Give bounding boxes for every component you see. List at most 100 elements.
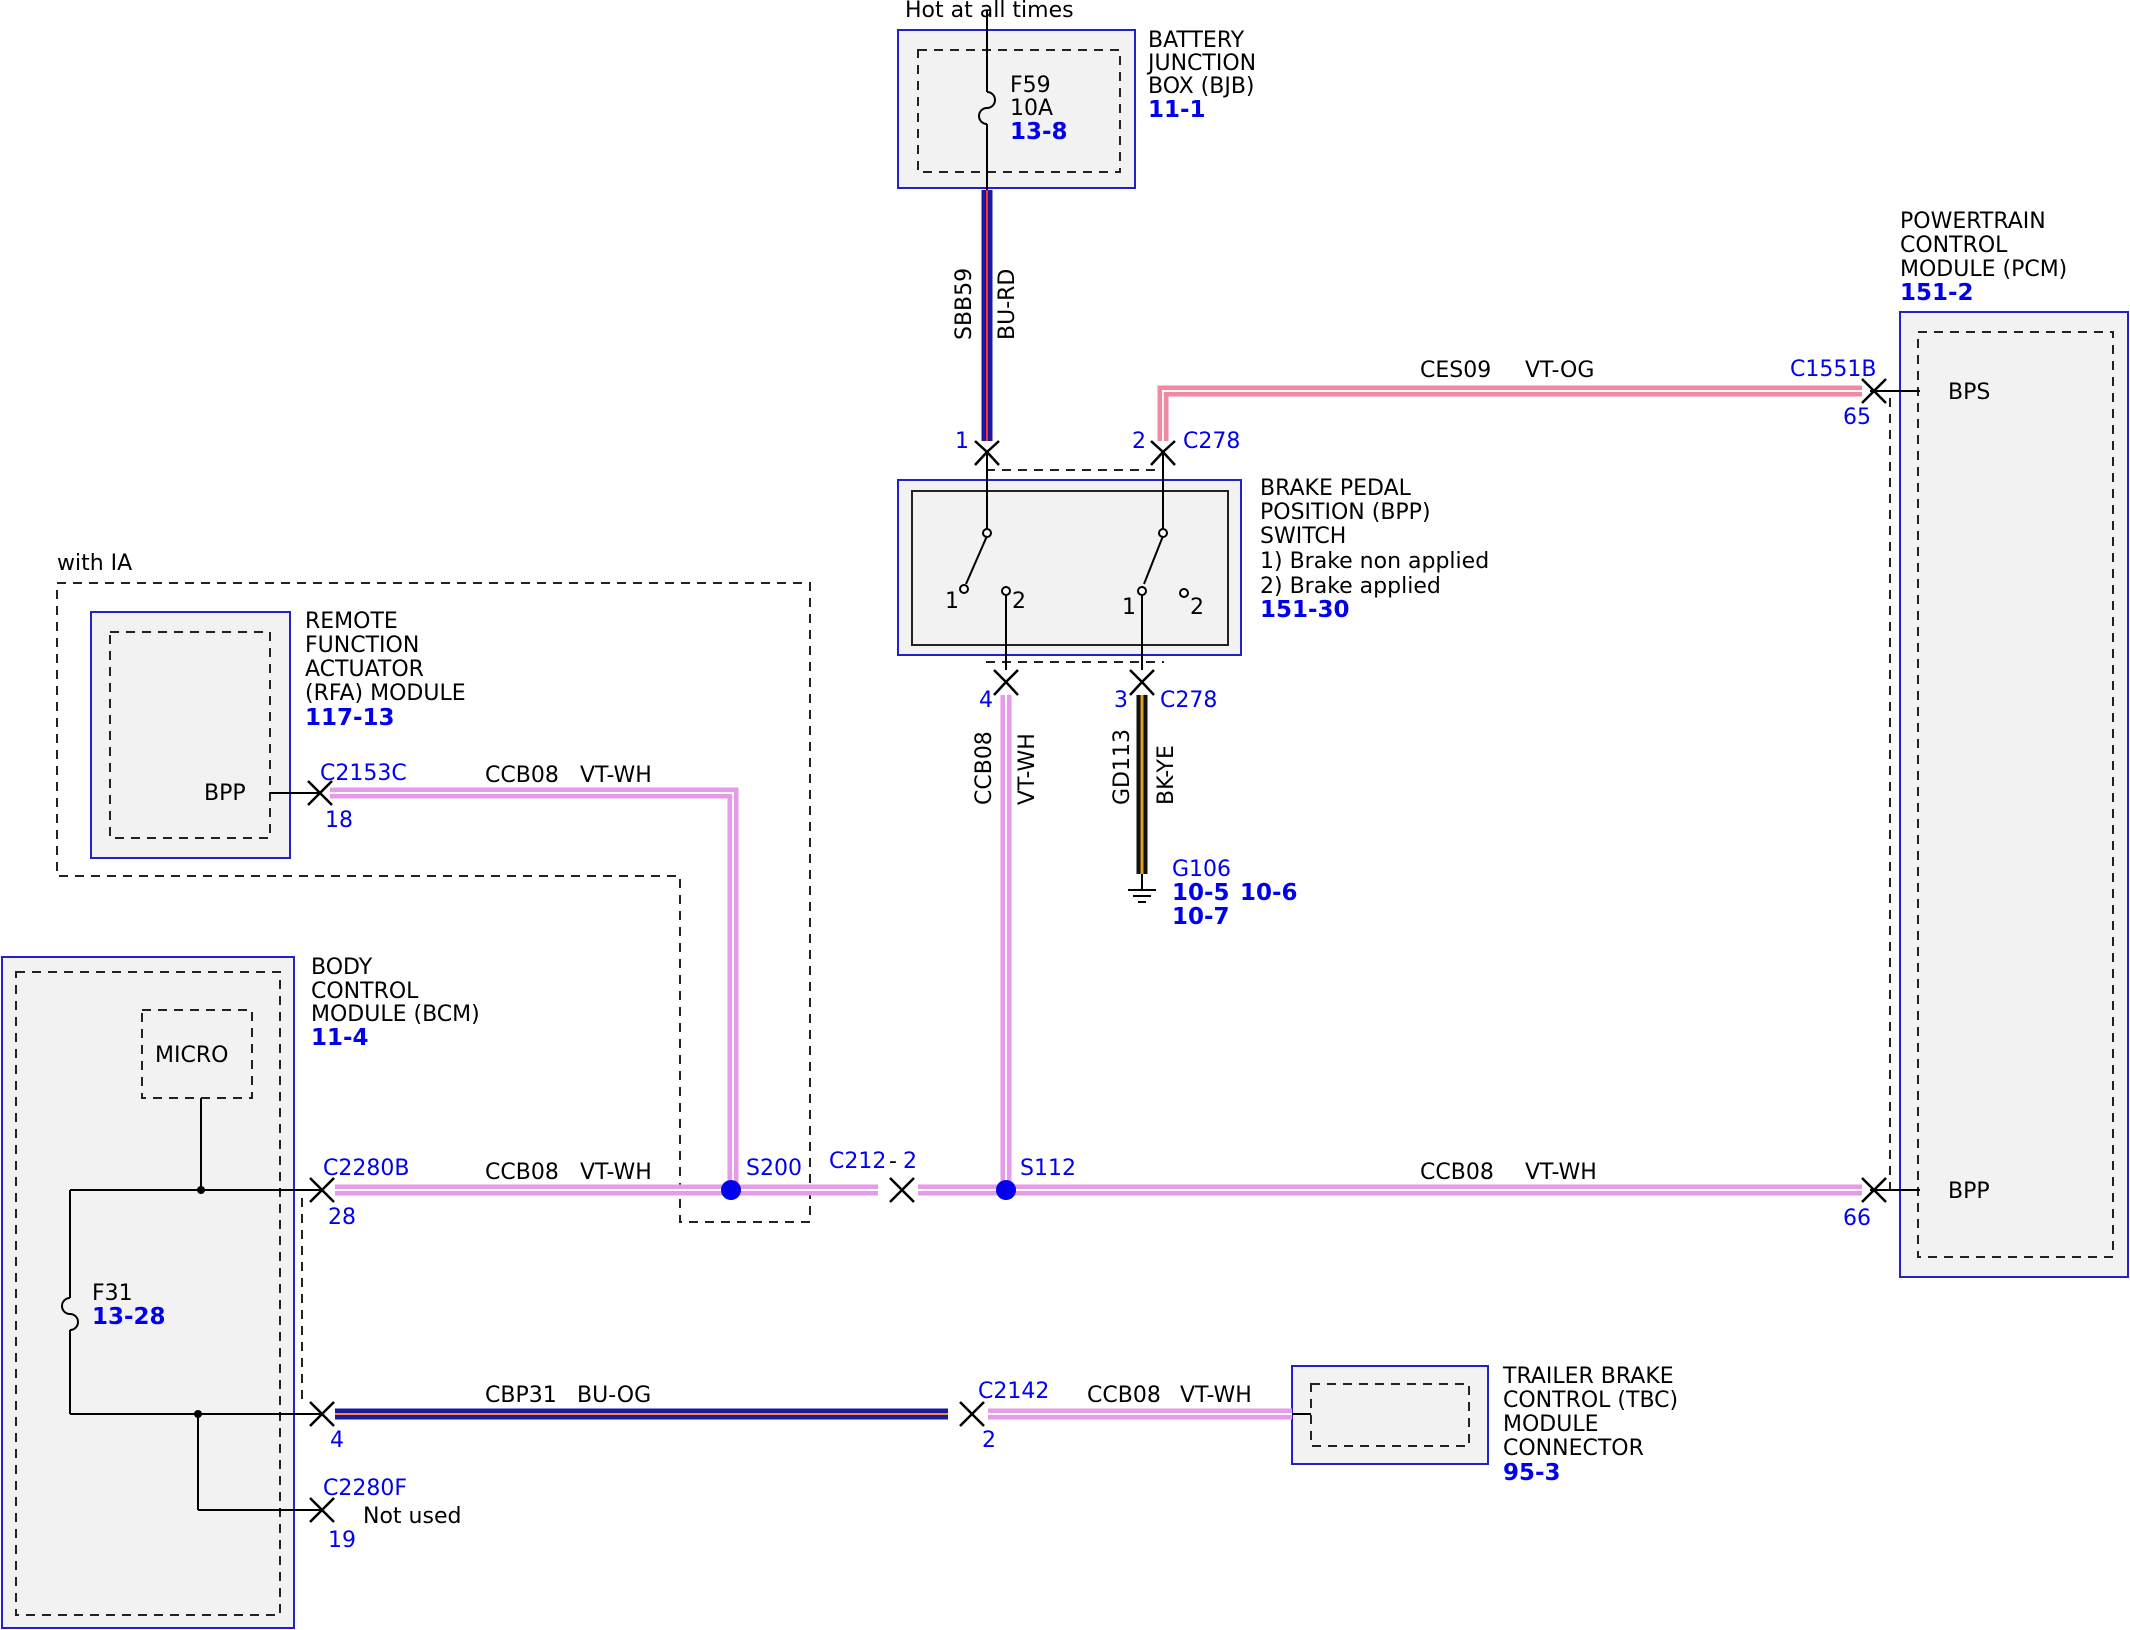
bjb-name-2: JUNCTION: [1146, 51, 1256, 76]
arrow-c2142: [959, 1401, 974, 1427]
s112-label: S112: [1020, 1156, 1076, 1181]
with-ia-label: with IA: [57, 551, 132, 576]
connector-arrows: [307, 378, 1887, 1523]
bpp-switch-contacts: [959, 452, 1189, 670]
bcm-pin28: 28: [328, 1205, 356, 1230]
f59-fuse-label: F59: [1010, 73, 1051, 98]
bcm-conn-f: C2280F: [323, 1476, 407, 1501]
ces09-circuit: CES09: [1420, 358, 1491, 383]
bcm-ref[interactable]: 11-4: [311, 1025, 369, 1051]
rfa-pin18: 18: [325, 808, 353, 833]
f59-ref[interactable]: 13-8: [1010, 119, 1068, 145]
bpp-ref[interactable]: 151-30: [1260, 597, 1350, 623]
ground-name: G106: [1172, 857, 1231, 882]
right-switch-2: 2: [1190, 595, 1204, 620]
rfa-conn: C2153C: [320, 761, 407, 786]
bpp-switch-module: [897, 469, 1242, 663]
pcm-bpp-pin: BPP: [1948, 1179, 1990, 1204]
ground-ref-1[interactable]: 10-5: [1172, 880, 1230, 906]
tbc-pin2: 2: [982, 1428, 996, 1453]
rfa-ref[interactable]: 117-13: [305, 705, 395, 731]
tbc-name-3: MODULE: [1503, 1412, 1599, 1437]
bcm-name-3: MODULE (BCM): [311, 1002, 480, 1027]
wire-ccb08-rfa: [330, 787, 739, 1190]
ccb08-bcm-color: VT-WH: [580, 1160, 652, 1185]
ccb08-vert-color: VT-WH: [1015, 733, 1040, 805]
ground-symbol: [1128, 874, 1156, 903]
s200-label: S200: [746, 1156, 802, 1181]
left-switch-1: 1: [945, 589, 959, 614]
c212-pin: 2: [903, 1149, 917, 1174]
bjb-name-1: BATTERY: [1148, 28, 1245, 53]
bpp-conn-top: C278: [1183, 429, 1240, 454]
left-switch-2: 2: [1012, 589, 1026, 614]
f31-fuse-label: F31: [92, 1281, 133, 1306]
bcm-name-1: BODY: [311, 955, 373, 980]
cbp31-circuit: CBP31: [485, 1383, 557, 1408]
pcm-pin66: 66: [1843, 1206, 1871, 1231]
sbb59-circuit: SBB59: [952, 268, 977, 340]
bpp-name-4: 1) Brake non applied: [1260, 549, 1489, 574]
rfa-name-4: (RFA) MODULE: [305, 681, 466, 706]
bpp-pin4: 4: [979, 688, 993, 713]
bjb-name-3: BOX (BJB): [1148, 74, 1255, 99]
pcm-name-2: CONTROL: [1900, 233, 2008, 258]
pcm-pin65: 65: [1843, 405, 1871, 430]
ccb08-pcm-color: VT-WH: [1525, 1160, 1597, 1185]
bcm-conn-b: C2280B: [323, 1156, 409, 1181]
bpp-name-1: BRAKE PEDAL: [1260, 476, 1412, 501]
micro-box: [141, 1009, 253, 1099]
tbc-module: [1291, 1365, 1489, 1465]
bjb-ref[interactable]: 11-1: [1148, 97, 1206, 123]
pcm-ref[interactable]: 151-2: [1900, 280, 1974, 306]
hot-at-all-times-label: Hot at all times: [905, 0, 1074, 23]
rfa-module: [56, 582, 811, 1223]
ccb08-rfa-circuit: CCB08: [485, 763, 559, 788]
fuse-f59-symbol: [978, 10, 996, 190]
arrow-c212: [889, 1177, 904, 1203]
bpp-pin1: 1: [955, 429, 969, 454]
bpp-conn-bottom: C278: [1160, 688, 1217, 713]
splice-s112: [996, 1180, 1016, 1200]
ccb08-vert-circuit: CCB08: [972, 731, 997, 805]
rfa-name-1: REMOTE: [305, 609, 398, 634]
rfa-name-2: FUNCTION: [305, 633, 419, 658]
bpp-pin3: 3: [1114, 688, 1128, 713]
bcm-internal-circuit: [61, 1098, 322, 1511]
tbc-name-4: CONNECTOR: [1503, 1436, 1644, 1461]
ccb08-tbc-circuit: CCB08: [1087, 1383, 1161, 1408]
gd113-color: BK-YE: [1154, 745, 1179, 805]
micro-label: MICRO: [155, 1043, 228, 1068]
gd113-circuit: GD113: [1110, 729, 1135, 805]
c212-dash: -: [889, 1149, 897, 1174]
wire-ces09: [1157, 385, 1862, 441]
ccb08-rfa-color: VT-WH: [580, 763, 652, 788]
ground-ref-3[interactable]: 10-7: [1172, 904, 1230, 930]
pcm-module: [1889, 311, 2129, 1278]
f59-rating: 10A: [1010, 96, 1053, 121]
bpp-pin2: 2: [1132, 429, 1146, 454]
tbc-name-1: TRAILER BRAKE: [1502, 1364, 1674, 1389]
pcm-conn: C1551B: [1790, 357, 1876, 382]
ground-ref-2[interactable]: 10-6: [1240, 880, 1298, 906]
f31-ref[interactable]: 13-28: [92, 1304, 166, 1330]
tbc-conn: C2142: [978, 1379, 1049, 1404]
pcm-name-1: POWERTRAIN: [1900, 209, 2046, 234]
splice-s200: [721, 1180, 741, 1200]
ccb08-bcm-circuit: CCB08: [485, 1160, 559, 1185]
bcm-pin19: 19: [328, 1528, 356, 1553]
bpp-name-3: SWITCH: [1260, 524, 1346, 549]
cbp31-color: BU-OG: [577, 1383, 651, 1408]
tbc-ref[interactable]: 95-3: [1503, 1460, 1561, 1486]
bcm-module: [1, 956, 303, 1629]
rfa-name-3: ACTUATOR: [305, 657, 424, 682]
rfa-bpp-pin: BPP: [204, 781, 246, 806]
right-switch-1: 1: [1122, 595, 1136, 620]
pcm-name-3: MODULE (PCM): [1900, 257, 2067, 282]
ces09-color: VT-OG: [1525, 358, 1594, 383]
bjb-module: [897, 29, 1136, 189]
bpp-name-2: POSITION (BPP): [1260, 500, 1431, 525]
tbc-name-2: CONTROL (TBC): [1503, 1388, 1678, 1413]
sbb59-color: BU-RD: [995, 269, 1020, 340]
